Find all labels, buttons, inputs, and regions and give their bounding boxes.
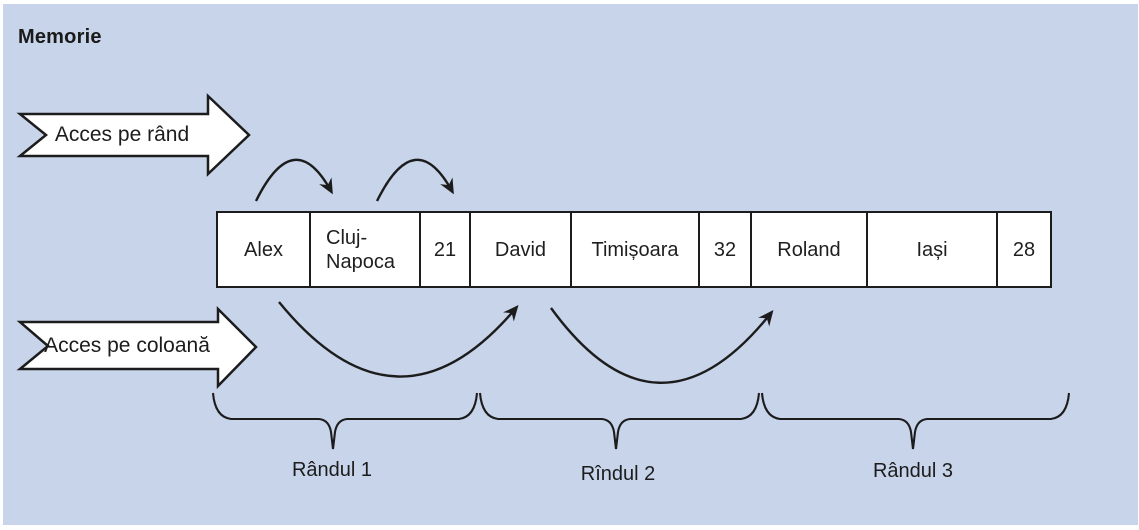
- memory-cells-row: Alex Cluj-Napoca 21 David Timișoara 32 R…: [216, 211, 1052, 288]
- memory-cell-name-3: Roland: [752, 213, 868, 286]
- memory-cell-city-3: Iași: [868, 213, 998, 286]
- memory-cell-name-1: Alex: [218, 213, 311, 286]
- diagram-title: Memorie: [18, 26, 102, 48]
- memory-cell-age-3: 28: [1012, 238, 1036, 261]
- memory-cell-name-2: David: [471, 213, 572, 286]
- row-3-label: Rândul 3: [872, 460, 954, 482]
- row-1-label: Rândul 1: [291, 459, 373, 481]
- row-access-arrow-label: Acces pe rând: [54, 123, 190, 146]
- column-access-arrow-label: Acces pe coloană: [44, 334, 210, 357]
- row-2-label: Rîndul 2: [580, 463, 656, 485]
- memory-cell-age-1: 21: [421, 213, 471, 286]
- memory-cell-age-2: 32: [700, 213, 752, 286]
- memory-cell-city-1: Cluj-Napoca: [311, 213, 421, 286]
- memory-cell-city-2: Timișoara: [572, 213, 700, 286]
